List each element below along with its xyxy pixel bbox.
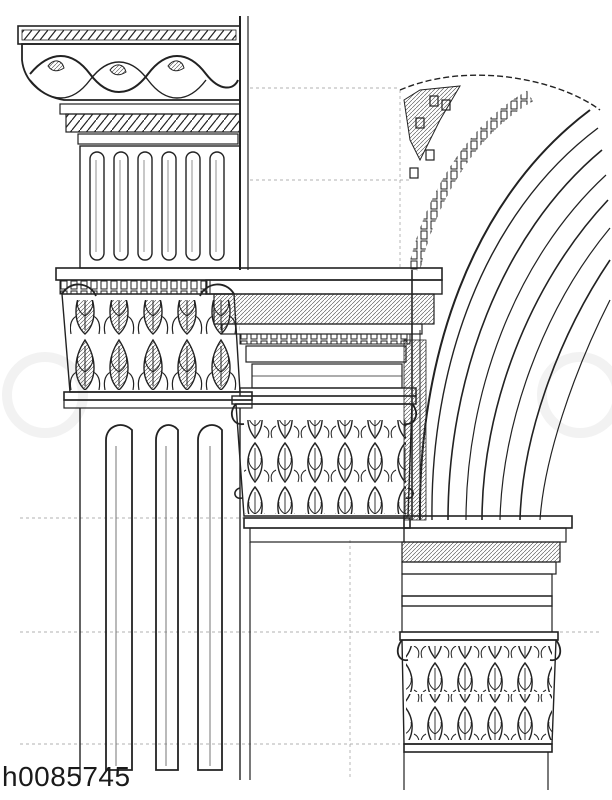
lower-right-capital [396,631,562,790]
guide-lines [20,87,600,780]
upper-entablature [17,16,249,270]
upper-fluted-pilaster [79,145,241,269]
watermark [2,352,612,438]
lower-fluted-column [79,408,241,780]
image-id-caption: h0085745 [2,761,131,792]
large-capital [55,267,443,409]
middle-entablature [205,279,443,397]
impost-block [401,515,573,632]
arch-archivolt [399,74,611,521]
middle-capital [230,395,418,780]
